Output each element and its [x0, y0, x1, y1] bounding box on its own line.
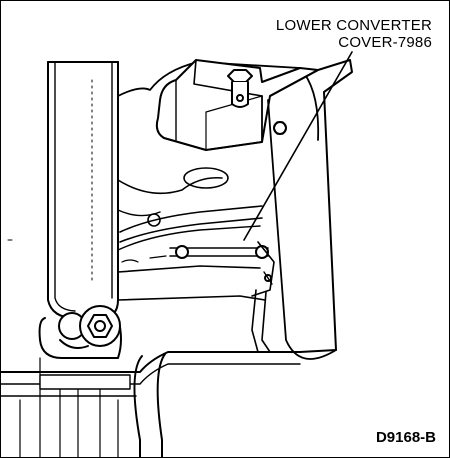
callout-line-1: LOWER CONVERTER: [275, 17, 432, 34]
shock-absorber: [47, 61, 119, 319]
frame-rail: [267, 59, 353, 360]
transmission-housing: [117, 61, 320, 301]
callout-leader-line: [243, 51, 353, 241]
shock-eye-mount: [38, 305, 122, 359]
callout-line-2: COVER-7986: [338, 34, 432, 51]
callout-label: LOWER CONVERTER COVER-7986: [276, 17, 432, 51]
figure-id-label: D9168-B: [375, 429, 436, 446]
leaf-spring: [0, 351, 301, 458]
lower-converter-cover: [119, 205, 275, 353]
cover-bracket: [155, 59, 319, 151]
